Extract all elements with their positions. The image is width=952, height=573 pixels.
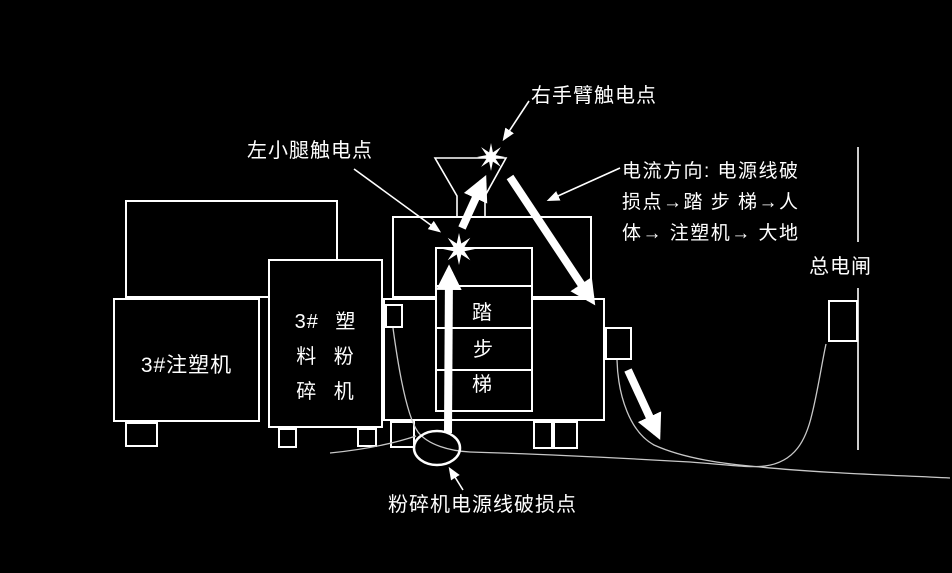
arm-shock-spark-icon <box>477 143 505 171</box>
current-direction-line1: 电流方向: 电源线破 <box>622 161 800 182</box>
plastic-crusher-foot-right <box>357 428 377 447</box>
label-right-arm-contact: 右手臂触电点 <box>531 85 657 107</box>
crusher-label-line2: 料 粉 <box>296 346 355 368</box>
label-injection-machine: 3#注塑机 <box>140 354 233 377</box>
damage-point-circle <box>412 429 462 467</box>
label-cable-damage-point: 粉碎机电源线破损点 <box>388 494 577 516</box>
crusher-label-line1: 3# 塑 <box>294 311 357 333</box>
plastic-crusher-box <box>268 259 383 428</box>
crusher-machine-foot-left <box>390 421 415 448</box>
ladder-rung <box>437 327 531 329</box>
label-plastic-crusher: 3# 塑 料 粉 碎 机 <box>268 305 383 410</box>
crusher-label-line3: 碎 机 <box>296 381 355 403</box>
label-ladder-char3: 梯 <box>472 374 493 396</box>
label-left-calf-contact: 左小腿触电点 <box>247 140 373 162</box>
pointer-damage-point <box>448 466 464 491</box>
label-ladder-char1: 踏 <box>472 302 493 324</box>
current-arrow-to-ground <box>624 368 662 440</box>
ladder-rung <box>437 285 531 287</box>
injection-machine-body <box>113 298 260 422</box>
ladder-rung <box>437 369 531 371</box>
label-ladder-char2: 步 <box>473 339 494 361</box>
hopper-funnel <box>433 157 508 216</box>
pointer-right-arm <box>502 100 530 142</box>
main-switch-box <box>828 300 858 342</box>
pointer-current-direction <box>546 167 621 202</box>
injection-machine-top-body <box>125 200 338 298</box>
current-direction-line2: 损点→踏 步 梯→人 <box>622 192 800 213</box>
injection-machine-foot <box>125 422 158 447</box>
plastic-crusher-foot-left <box>278 428 297 448</box>
current-direction-line3: 体→ 注塑机→ 大地 <box>622 223 800 244</box>
right-cable-connector <box>605 327 632 360</box>
left-cable-connector <box>385 304 403 328</box>
label-current-direction: 电流方向: 电源线破 损点→踏 步 梯→人 体→ 注塑机→ 大地 <box>622 156 800 249</box>
ground-cable <box>616 359 951 479</box>
crusher-machine-foot-right <box>553 421 578 449</box>
label-main-switch: 总电闸 <box>809 256 872 278</box>
crusher-machine-foot-middle <box>533 421 553 449</box>
